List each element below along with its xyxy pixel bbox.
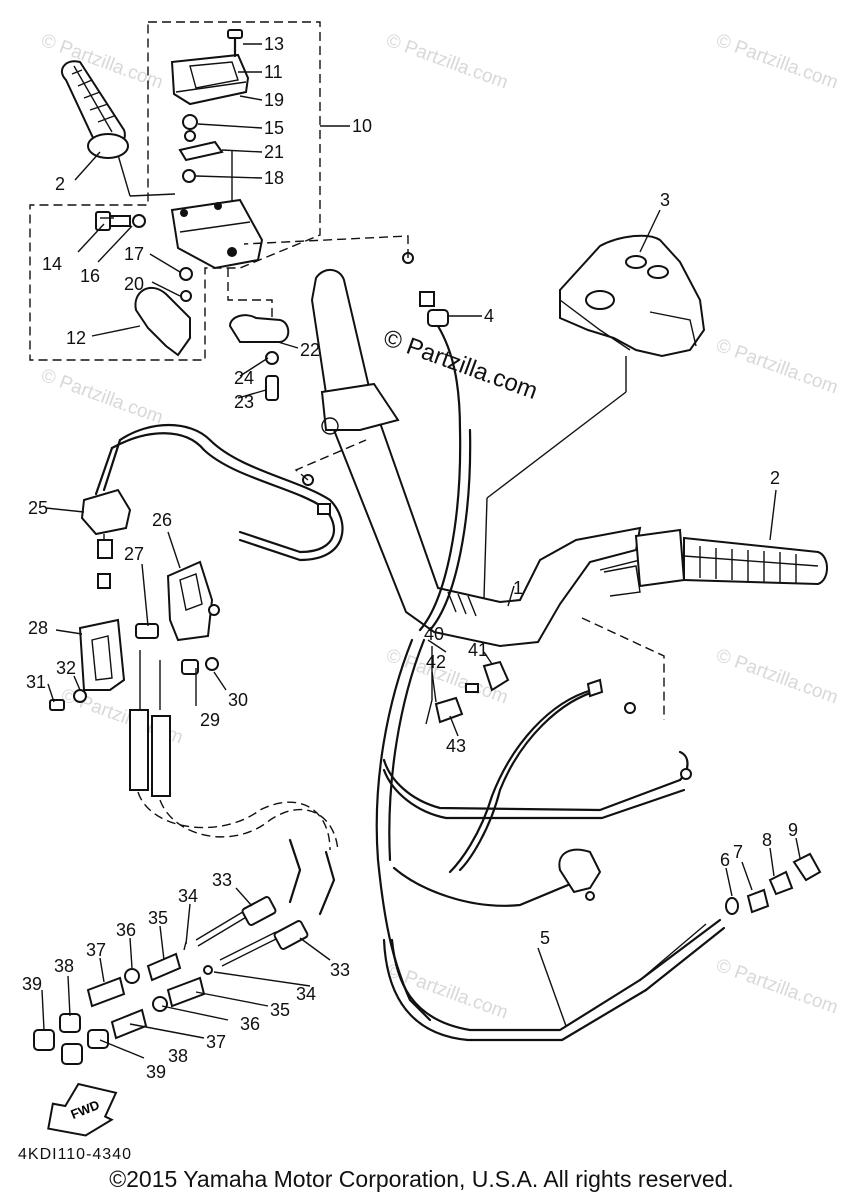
cables [94, 424, 726, 1042]
left-grip [61, 60, 129, 159]
callout-34: 34 [296, 984, 316, 1004]
brake-bracket [80, 488, 132, 589]
callout-32: 32 [56, 658, 76, 678]
callout-24: 24 [234, 368, 254, 388]
callout-35: 35 [270, 1000, 290, 1020]
callout-13: 13 [264, 34, 284, 54]
cable-boot [558, 617, 692, 901]
watermark-tile: © Partzilla.com [383, 30, 510, 94]
callout-15: 15 [264, 118, 284, 138]
watermark-tile: © Partzilla.com [713, 645, 840, 709]
callout-8: 8 [762, 830, 772, 850]
callout-36: 36 [240, 1014, 260, 1034]
callout-36: 36 [116, 920, 136, 940]
callout-38: 38 [54, 956, 74, 976]
callout-6: 6 [720, 850, 730, 870]
callout-22: 22 [300, 340, 320, 360]
watermark-tile: © Partzilla.com [38, 30, 165, 94]
callout-12: 12 [66, 328, 86, 348]
callout-26: 26 [152, 510, 172, 530]
callout-41: 41 [468, 640, 488, 660]
watermark-tile: © Partzilla.com [38, 365, 165, 429]
callout-20: 20 [124, 274, 144, 294]
callout-7: 7 [733, 842, 743, 862]
callout-40: 40 [424, 624, 444, 644]
plate-28 [49, 618, 126, 711]
callout-38: 38 [168, 1046, 188, 1066]
cable-4-end [243, 235, 462, 432]
watermark-tile: © Partzilla.com [383, 960, 510, 1024]
callout-39: 39 [22, 974, 42, 994]
callout-33: 33 [212, 870, 232, 890]
callout-39: 39 [146, 1062, 166, 1082]
screw-29 [181, 657, 219, 675]
watermark-tile: © Partzilla.com [713, 955, 840, 1019]
callout-1: 1 [513, 578, 523, 598]
callout-16: 16 [80, 266, 100, 286]
callout-9: 9 [788, 820, 798, 840]
watermark-tile: © Partzilla.com [713, 30, 840, 94]
callout-37: 37 [206, 1032, 226, 1052]
callout-18: 18 [264, 168, 284, 188]
callout-37: 37 [86, 940, 106, 960]
callout-33: 33 [330, 960, 350, 980]
clamp-parts [227, 268, 290, 401]
diagram-ref-code: 4KDI110-4340 [18, 1146, 132, 1163]
cable-end-left [294, 439, 367, 515]
lower-left-cables [129, 650, 339, 916]
cable-clip [135, 560, 220, 642]
callout-2: 2 [770, 468, 780, 488]
switch-housing [483, 234, 706, 599]
adjuster-parts-right [639, 852, 822, 981]
callout-35: 35 [148, 908, 168, 928]
callout-34: 34 [178, 886, 198, 906]
callout-42: 42 [426, 652, 446, 672]
callout-31: 31 [26, 672, 46, 692]
callout-5: 5 [540, 928, 550, 948]
leader-lines [41, 43, 801, 1059]
callout-2: 2 [55, 174, 65, 194]
callout-labels: 1 2 2 3 4 5 6 7 8 9 10 11 12 13 14 15 16… [22, 34, 798, 1082]
callout-17: 17 [124, 244, 144, 264]
callout-10: 10 [352, 116, 372, 136]
callout-11: 11 [264, 62, 283, 82]
callout-23: 23 [234, 392, 254, 412]
watermark-tile: © Partzilla.com [713, 335, 840, 399]
callout-3: 3 [660, 190, 670, 210]
watermark-center: © Partzilla.com [380, 324, 541, 405]
callout-43: 43 [446, 736, 466, 756]
callout-21: 21 [264, 142, 284, 162]
throttle-housing-assembly [29, 21, 321, 361]
callout-14: 14 [42, 254, 62, 274]
callout-29: 29 [200, 710, 220, 730]
callout-28: 28 [28, 618, 48, 638]
right-grip [603, 528, 828, 597]
adjusters [33, 896, 309, 1065]
switch-parts [425, 646, 510, 725]
fwd-arrow: FWD [47, 1082, 118, 1137]
callout-27: 27 [124, 544, 144, 564]
callout-30: 30 [228, 690, 248, 710]
callout-19: 19 [264, 90, 284, 110]
callout-25: 25 [28, 498, 48, 518]
copyright-notice: ©2015 Yamaha Motor Corporation, U.S.A. A… [109, 1166, 734, 1192]
callout-4: 4 [484, 306, 494, 326]
